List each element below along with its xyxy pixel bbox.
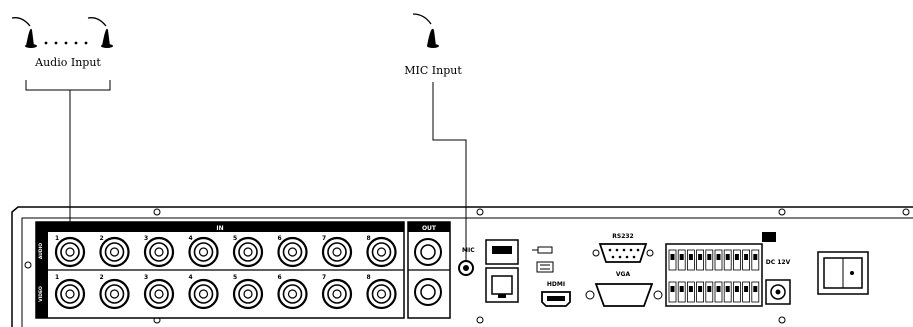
usb-port[interactable] xyxy=(485,239,519,265)
channel-number: 2 xyxy=(100,235,104,242)
terminal-screw xyxy=(734,286,739,292)
audio-input-connector[interactable] xyxy=(321,236,353,268)
rs232-label: RS232 xyxy=(612,233,633,240)
microphone-icon xyxy=(11,17,37,48)
usb-icon xyxy=(532,246,553,254)
audio-input-connector[interactable] xyxy=(366,236,397,268)
channel-number: 6 xyxy=(278,235,282,242)
alarm-terminal-block[interactable] xyxy=(665,243,763,307)
channel-number: 6 xyxy=(278,274,282,281)
vga-port[interactable] xyxy=(585,283,663,307)
chassis xyxy=(11,206,913,327)
terminal-screw xyxy=(725,286,730,292)
terminal-screw xyxy=(753,286,758,292)
audio-input-connector[interactable] xyxy=(54,236,86,268)
terminal-screw xyxy=(679,254,684,260)
audio-out-connector[interactable] xyxy=(414,238,442,266)
terminal-screw xyxy=(688,254,693,260)
microphone-icon xyxy=(87,17,113,48)
video-input-connector[interactable] xyxy=(366,278,397,310)
audio-input-connector[interactable] xyxy=(99,236,130,268)
hdmi-port[interactable] xyxy=(541,291,571,307)
video-input-connector[interactable] xyxy=(277,278,308,310)
audio-input-connector[interactable] xyxy=(277,236,308,268)
audio-input-connector[interactable] xyxy=(143,236,175,268)
rs232-port[interactable] xyxy=(592,243,654,263)
terminal-screw xyxy=(716,254,721,260)
out-header-bar xyxy=(408,222,450,232)
terminal-screw xyxy=(698,286,703,292)
microphone-icon xyxy=(412,13,439,48)
terminal-screw xyxy=(707,254,712,260)
channel-number: 8 xyxy=(367,274,371,281)
channel-number: 8 xyxy=(367,235,371,242)
terminal-screw xyxy=(734,254,739,260)
in-label: IN xyxy=(216,225,223,232)
terminal-screw xyxy=(670,286,675,292)
mic-label: MIC xyxy=(462,247,475,254)
terminal-screw xyxy=(670,254,675,260)
mic-input-cable xyxy=(432,82,467,268)
audio-input-bracket xyxy=(25,80,111,91)
dc-power-jack[interactable] xyxy=(765,279,791,305)
video-side-label: VIDEO xyxy=(38,286,44,302)
video-side-bar xyxy=(36,270,48,318)
video-input-connector[interactable] xyxy=(99,278,130,310)
audio-side-label: AUDIO xyxy=(38,243,44,259)
terminal-screw xyxy=(716,286,721,292)
terminal-screw xyxy=(707,286,712,292)
channel-number: 7 xyxy=(322,235,326,242)
video-input-connector[interactable] xyxy=(54,278,86,310)
video-input-connector[interactable] xyxy=(321,278,353,310)
channel-number: 1 xyxy=(55,235,59,242)
terminal-tag xyxy=(762,232,776,242)
channel-number: 2 xyxy=(100,274,104,281)
network-port[interactable] xyxy=(485,267,519,303)
video-input-connector[interactable] xyxy=(188,278,219,310)
audio-side-bar xyxy=(36,232,48,270)
terminal-screw xyxy=(753,254,758,260)
in-header-bar xyxy=(36,222,404,232)
audio-input-microphones xyxy=(11,17,113,48)
channel-number: 5 xyxy=(233,235,237,242)
mic-input-label: MIC Input xyxy=(404,64,462,77)
audio-input-connector[interactable] xyxy=(188,236,219,268)
channel-number: 7 xyxy=(322,274,326,281)
terminal-screw xyxy=(679,286,684,292)
terminal-screw xyxy=(688,286,693,292)
video-input-connector[interactable] xyxy=(232,278,264,310)
video-input-connector[interactable] xyxy=(143,278,175,310)
channel-number: 1 xyxy=(55,274,59,281)
mic-jack[interactable] xyxy=(458,260,474,276)
channel-number: 4 xyxy=(189,274,193,281)
hdmi-label: HDMI xyxy=(547,281,565,288)
power-switch[interactable] xyxy=(817,251,869,295)
dc-label: DC 12V xyxy=(766,259,791,266)
audio-input-connector[interactable] xyxy=(232,236,264,268)
network-icon xyxy=(536,261,554,273)
channel-number: 3 xyxy=(144,235,148,242)
vga-label: VGA xyxy=(616,271,631,278)
terminal-screw xyxy=(698,254,703,260)
video-out-connector[interactable] xyxy=(414,278,442,306)
channel-number: 3 xyxy=(144,274,148,281)
terminal-screw xyxy=(744,286,749,292)
terminal-screw xyxy=(744,254,749,260)
audio-input-label: Audio Input xyxy=(34,56,101,69)
channel-number: 5 xyxy=(233,274,237,281)
channel-number: 4 xyxy=(189,235,193,242)
out-label: OUT xyxy=(422,225,437,232)
terminal-screw xyxy=(725,254,730,260)
